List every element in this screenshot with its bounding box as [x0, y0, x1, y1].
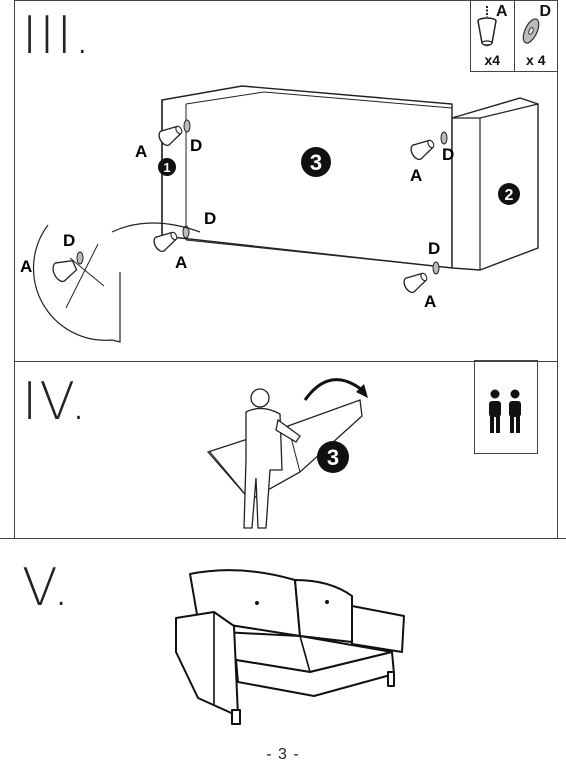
washer-icon: [522, 18, 539, 44]
step-3-numeral: III.: [22, 6, 93, 66]
rotate-arrow-icon: [303, 378, 363, 401]
sofa-leg-icon: [153, 231, 178, 253]
sofa-left-arm: [175, 611, 239, 717]
part-d-cell: D x 4: [513, 1, 558, 71]
armrest-panel: [451, 97, 539, 271]
step-3-panel: [14, 0, 558, 362]
label-a: A: [410, 166, 422, 185]
step-4-numeral: IV.: [22, 372, 89, 432]
person-figure: [243, 388, 301, 529]
panel-1-label: 1: [163, 160, 170, 175]
label-d: D: [63, 231, 75, 250]
panel-3-marker: 3: [301, 147, 331, 177]
label-d: D: [190, 136, 202, 155]
label-a: A: [135, 142, 147, 161]
label-d: D: [442, 145, 454, 164]
step-3-leg-assembly-diagram: 1 3 2 A D A D A D: [20, 85, 539, 343]
panel-2-label: 2: [505, 187, 514, 204]
label-d: D: [428, 239, 440, 258]
part-d-letter: D: [539, 3, 551, 20]
label-a: A: [175, 253, 187, 272]
panel-3-label: 3: [327, 445, 339, 470]
panel-2-marker: 2: [498, 183, 520, 205]
panel-3-label: 3: [310, 150, 322, 175]
two-person-assembly-box: [474, 360, 538, 454]
page-number: - 3 -: [266, 746, 300, 763]
washer-icon: [432, 261, 440, 275]
part-a-cell: A x4: [471, 1, 514, 71]
detail-magnifier-circle: [32, 222, 201, 343]
step-5-assembled-sofa-diagram: [175, 569, 405, 725]
parts-list-box: A x4 D x 4: [470, 0, 558, 72]
panel-1-marker: 1: [158, 158, 176, 176]
washer-icon: [76, 251, 84, 265]
label-a: A: [20, 257, 32, 276]
washer-icon: [182, 225, 190, 239]
step-4-flip-sofa-diagram: 3: [206, 378, 368, 529]
sofa-base-panel: [161, 85, 453, 269]
washer-icon: [183, 119, 191, 133]
sofa-leg-icon: [403, 272, 428, 294]
sofa-leg-icon: [410, 139, 435, 161]
sofa-leg-icon: [158, 125, 183, 147]
step-5-numeral: V.: [22, 558, 72, 618]
label-d: D: [204, 209, 216, 228]
sofa-leg-icon: [52, 259, 78, 283]
part-a-letter: A: [495, 3, 508, 20]
part-d-quantity: x 4: [526, 52, 546, 68]
section-divider-line: [0, 538, 566, 539]
label-a: A: [424, 292, 436, 311]
washer-icon: [440, 131, 448, 145]
panel-3-marker: 3: [317, 441, 349, 473]
sofa-leg-icon: [477, 6, 497, 47]
part-a-quantity: x4: [484, 52, 501, 68]
sofa-back-cushion: [294, 579, 353, 643]
two-person-icon: [489, 389, 521, 433]
